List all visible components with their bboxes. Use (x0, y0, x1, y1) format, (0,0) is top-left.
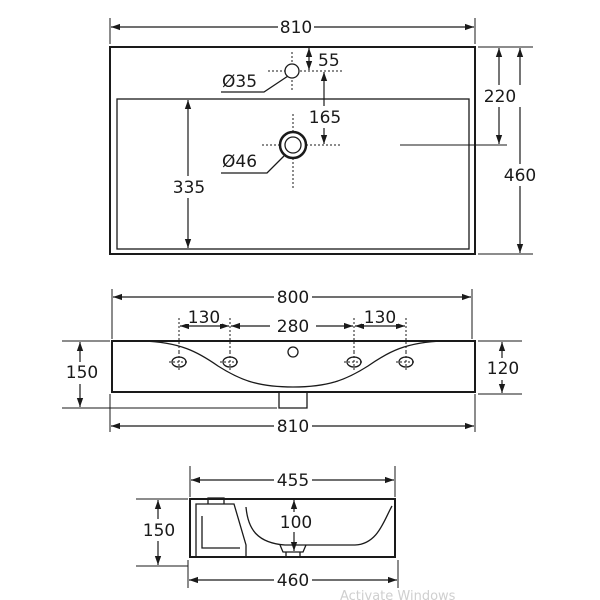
side-view-tap-deck (195, 503, 247, 557)
side-height-label: 150 (143, 521, 175, 541)
front-view-outline (111, 340, 476, 393)
drain-offset-label: 165 (309, 108, 341, 128)
drain-diameter-leader (221, 155, 285, 174)
tap-hole (284, 63, 300, 79)
center-spacing-label: 280 (277, 317, 309, 337)
left-spacing-label: 130 (188, 308, 220, 328)
drain-diameter-label: Ø46 (222, 152, 257, 172)
front-view-bowl-curve (141, 340, 445, 388)
side-bowl-height-label: 100 (280, 513, 312, 533)
overall-height-label: 150 (66, 363, 98, 383)
os-watermark: Activate Windows (340, 589, 456, 600)
bowl-depth-label: 335 (173, 178, 205, 198)
front-center-hole (287, 346, 299, 358)
right-height-label: 120 (487, 359, 519, 379)
tap-offset-label: 55 (318, 51, 340, 71)
top-view-outer-outline (109, 46, 476, 255)
bottom-width-label: 810 (277, 417, 309, 437)
front-view-drain-stub (278, 392, 308, 409)
top-view: 810 460 220 55 Ø35 165 Ø46 3 (109, 16, 542, 255)
drain-hole-inner (284, 136, 302, 154)
overall-width-label: 810 (280, 18, 312, 38)
side-view-outline (189, 498, 396, 558)
side-view-drain-stub (279, 544, 307, 553)
side-view-bowl-curve (245, 505, 393, 546)
side-bottom-depth-label: 460 (277, 571, 309, 591)
tap-diameter-label: Ø35 (222, 72, 257, 92)
right-spacing-label: 130 (364, 308, 396, 328)
side-view: 455 150 100 460 (136, 466, 399, 591)
top-width-label: 800 (277, 288, 309, 308)
overall-depth-label: 460 (504, 166, 536, 186)
top-view-bowl-outline (116, 98, 470, 250)
tap-diameter-leader (221, 75, 289, 93)
drain-to-front-label: 220 (484, 87, 516, 107)
front-view: 800 130 280 130 150 120 810 (62, 286, 523, 437)
side-top-depth-label: 455 (277, 471, 309, 491)
